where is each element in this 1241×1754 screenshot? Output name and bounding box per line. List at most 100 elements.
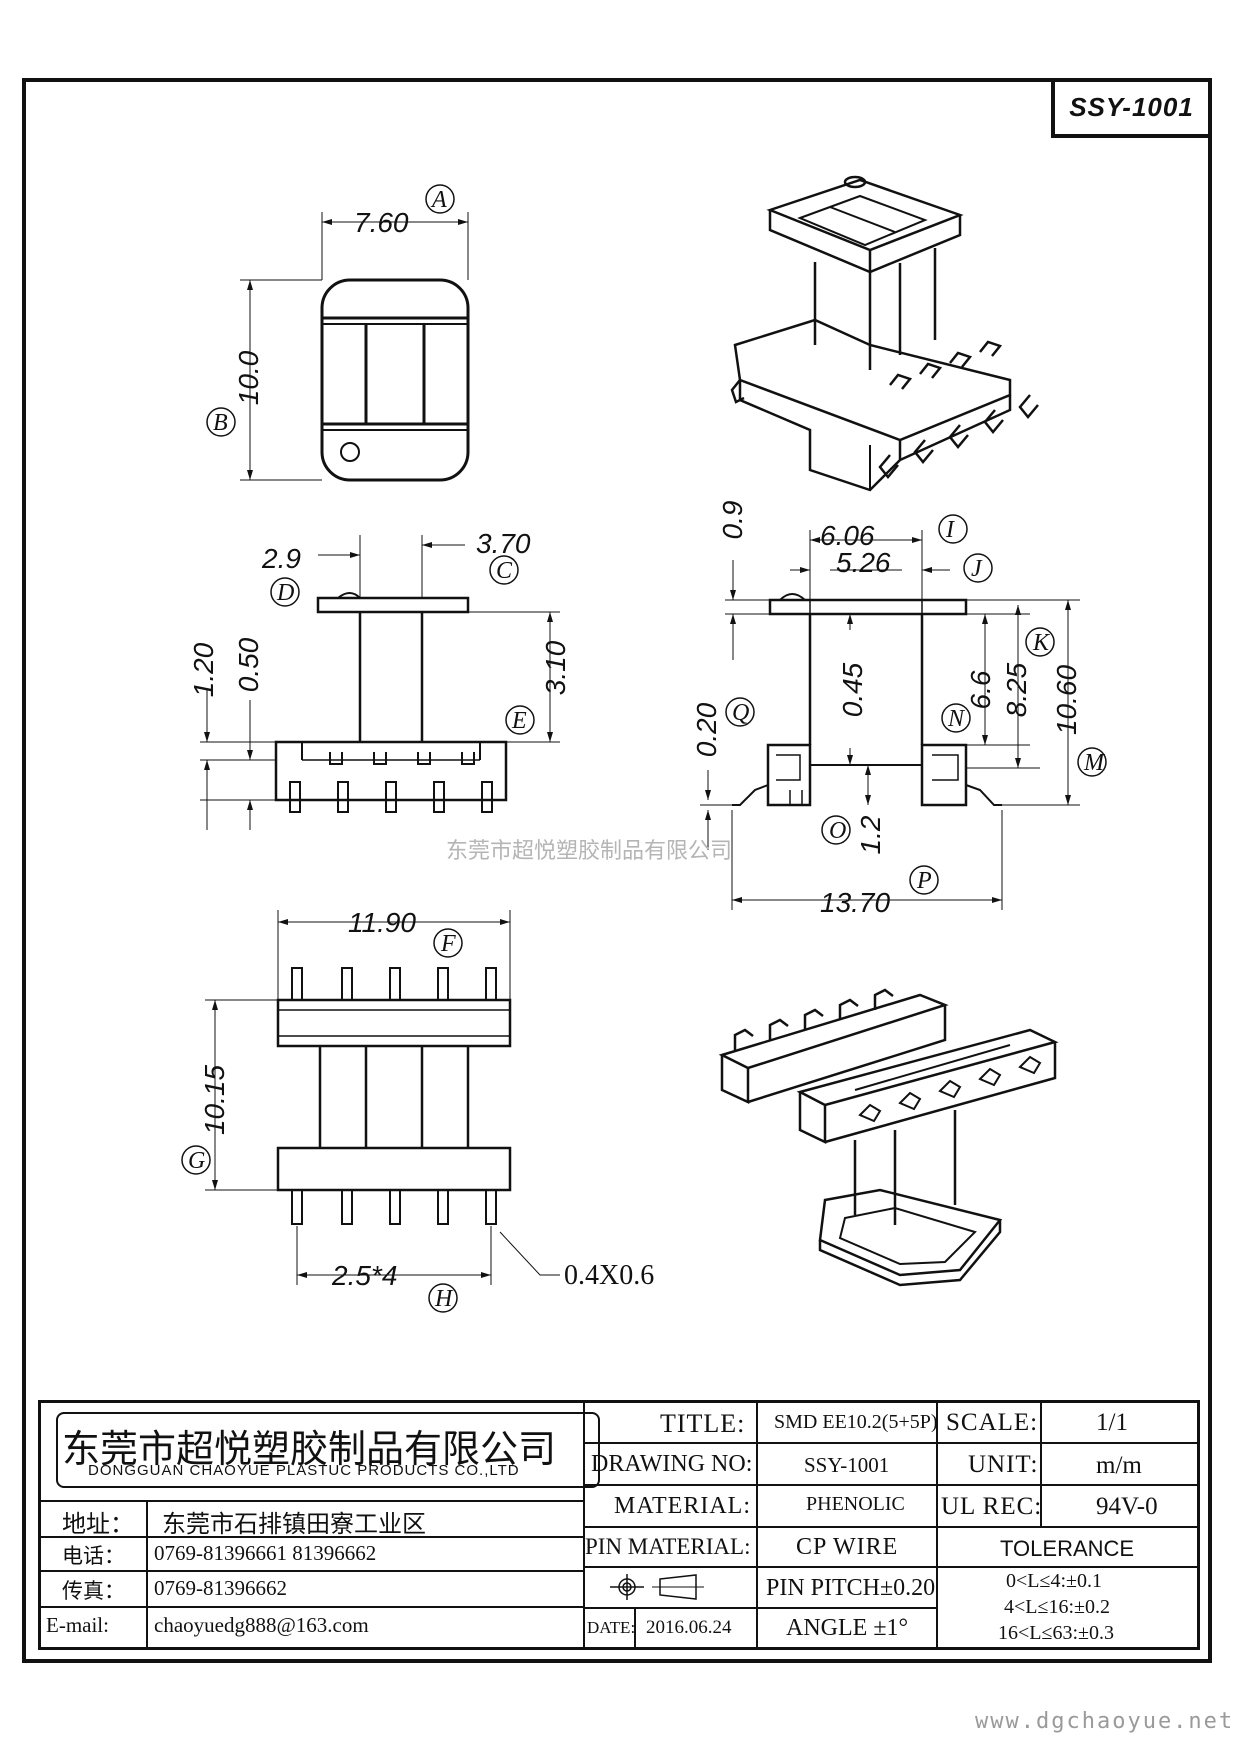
address-label: 地址：	[62, 1510, 134, 1538]
ul-rec-label: UL REC:	[941, 1493, 1043, 1520]
drawing-number-box: SSY-1001	[1051, 80, 1208, 138]
scale-value: 1/1	[1096, 1409, 1128, 1436]
dim-p-label: 13.70	[820, 887, 890, 918]
unit-value: m/m	[1096, 1452, 1142, 1479]
dim-i-label: 6.06	[820, 520, 875, 551]
dim-j-label: 5.26	[836, 547, 891, 578]
tb-border-right	[1197, 1400, 1200, 1650]
projection-symbol-icon	[610, 1574, 704, 1600]
tag-c: C	[496, 558, 513, 584]
dim-e-label: 3.10	[540, 640, 571, 695]
dim-a-label: 7.60	[354, 207, 409, 238]
material-value: PHENOLIC	[806, 1493, 905, 1515]
dim-d-label: 2.9	[261, 543, 301, 574]
tb-border-left	[38, 1400, 41, 1650]
angle-label: ANGLE ±1°	[786, 1615, 909, 1641]
tolerance-label: TOLERANCE	[1000, 1536, 1135, 1561]
company-watermark: 东莞市超悦塑胶制品有限公司	[446, 839, 732, 864]
tb-row-tol	[936, 1566, 1200, 1568]
tb-border-top	[38, 1400, 1200, 1403]
isometric-view-top	[730, 175, 1039, 492]
tolerance-row-2: 4<L≤16:±0.2	[1004, 1596, 1111, 1618]
tb-date-col	[634, 1607, 636, 1650]
material-label: MATERIAL:	[614, 1493, 751, 1519]
tag-o: O	[829, 818, 846, 844]
dim-o-label: 1.2	[855, 815, 886, 854]
dim-0-50-label: 0.50	[233, 637, 264, 692]
tag-b: B	[213, 410, 228, 436]
phone-label: 电话：	[62, 1544, 125, 1568]
dim-h-label: 2.5*4	[331, 1260, 397, 1291]
tb-border-bottom	[38, 1647, 1200, 1650]
tag-j: J	[971, 556, 983, 582]
dim-0-45-label: 0.45	[837, 662, 868, 717]
side-view	[700, 514, 1107, 910]
tag-f: F	[440, 931, 456, 957]
tb-line-contact-2	[38, 1570, 583, 1572]
dim-6-6-label: 6.6	[965, 670, 996, 709]
tag-g: G	[188, 1148, 205, 1174]
fax-value: 0769-81396662	[154, 1576, 287, 1600]
phone-value: 0769-81396661 81396662	[154, 1541, 377, 1565]
tolerance-row-3: 16<L≤63:±0.3	[998, 1622, 1115, 1644]
date-label: DATE:	[587, 1618, 636, 1637]
tag-a: A	[430, 187, 447, 213]
dim-g-label: 10.15	[199, 1065, 230, 1135]
tag-d: D	[276, 580, 294, 606]
tag-i: I	[945, 517, 955, 543]
top-view	[206, 184, 470, 482]
email-value: chaoyuedg888@163.com	[154, 1613, 369, 1637]
tag-h: H	[434, 1286, 454, 1312]
tag-m: M	[1083, 750, 1106, 776]
scale-label: SCALE:	[946, 1409, 1039, 1436]
tolerance-row-1: 0<L≤4:±0.1	[1006, 1570, 1103, 1592]
website-label: www.dgchaoyue.net	[975, 1709, 1234, 1734]
tb-col-2	[756, 1400, 758, 1650]
drawing-no-value: SSY-1001	[804, 1453, 890, 1477]
dim-c-label: 3.70	[476, 528, 531, 559]
tb-line-contact-3	[38, 1606, 583, 1608]
pin-pitch-label: PIN PITCH±0.20	[766, 1575, 936, 1601]
drawing-frame	[22, 78, 1212, 1663]
tb-col-4	[1040, 1400, 1042, 1526]
tb-row-2	[583, 1484, 1200, 1486]
unit-label: UNIT:	[968, 1451, 1039, 1478]
pin-material-label: PIN MATERIAL:	[585, 1534, 751, 1559]
tb-row-1	[583, 1442, 1200, 1444]
drawing-no-label: DRAWING NO:	[591, 1451, 753, 1477]
tb-row-3	[583, 1526, 1200, 1528]
front-view	[200, 535, 560, 830]
address-value: 东莞市石排镇田寮工业区	[162, 1510, 426, 1538]
email-label: E-mail:	[46, 1613, 109, 1637]
isometric-view-bottom	[718, 988, 1059, 1287]
date-value: 2016.06.24	[646, 1617, 732, 1638]
tb-row-5	[583, 1607, 938, 1609]
fax-label: 传真：	[62, 1579, 125, 1603]
tag-e: E	[511, 708, 527, 734]
title-block: 东莞市超悦塑胶制品有限公司 DONGGUAN CHAOYUE PLASTUC P…	[38, 1400, 1200, 1650]
company-box	[56, 1412, 600, 1488]
company-name-cn: 东莞市超悦塑胶制品有限公司	[62, 1427, 557, 1471]
tag-p: P	[916, 868, 932, 894]
tag-k: K	[1032, 630, 1051, 656]
dim-8-25-label: 8.25	[1001, 662, 1032, 717]
tb-line-contact-1	[38, 1536, 583, 1538]
ul-rec-value: 94V-0	[1096, 1493, 1158, 1520]
dim-f-label: 11.90	[348, 907, 416, 938]
dim-m-label: 10.60	[1051, 665, 1082, 735]
tag-n: N	[947, 706, 966, 732]
tb-row-4	[583, 1566, 938, 1568]
bottom-view	[181, 910, 560, 1313]
title-value: SMD EE10.2(5+5P)	[774, 1411, 938, 1433]
tb-line-contact-top	[38, 1500, 583, 1502]
tb-line-contact-col	[146, 1500, 148, 1650]
dim-1-20-label: 1.20	[188, 642, 219, 697]
dim-b-label: 10.0	[233, 350, 264, 405]
pin-size-label: 0.4X0.6	[564, 1260, 654, 1291]
dim-q-label: 0.20	[691, 702, 722, 757]
dim-0-9-label: 0.9	[717, 501, 748, 540]
tb-col-1	[583, 1400, 585, 1650]
company-name-en: DONGGUAN CHAOYUE PLASTUC PRODUCTS CO.,LT…	[88, 1462, 520, 1479]
pin-material-value: CP WIRE	[796, 1534, 899, 1560]
